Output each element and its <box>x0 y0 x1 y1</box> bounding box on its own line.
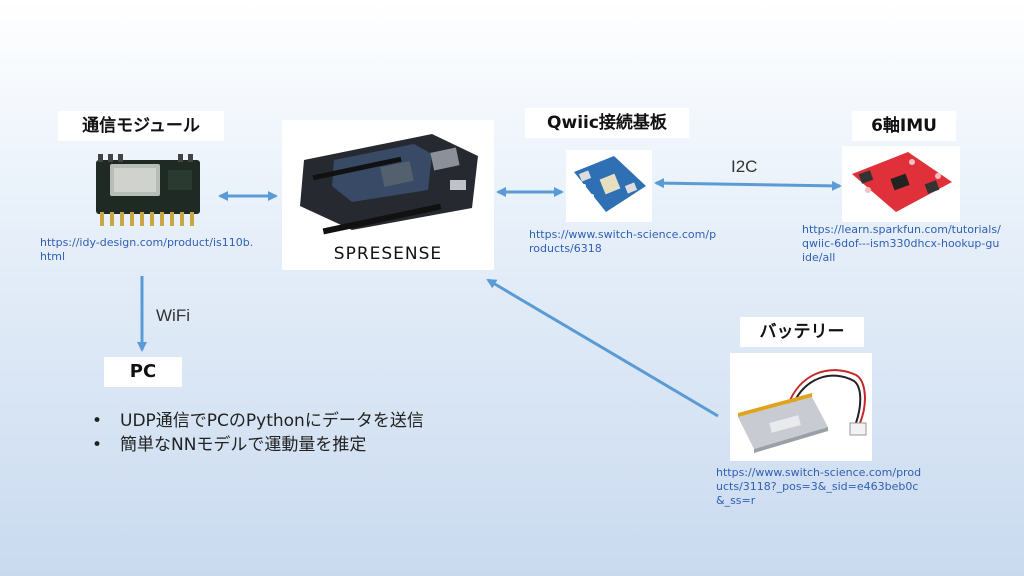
imu-board-icon <box>852 152 952 212</box>
battery-url[interactable]: https://www.switch-science.com/products/… <box>716 466 922 507</box>
comm-module-url[interactable]: https://idy-design.com/product/is110b.ht… <box>40 236 254 263</box>
imu-url[interactable]: https://learn.sparkfun.com/tutorials/qwi… <box>802 223 1001 264</box>
i2c-edge-label: I2C <box>731 157 758 176</box>
note-item: UDP通信でPCのPythonにデータを送信 <box>92 409 424 433</box>
notes-list: UDP通信でPCのPythonにデータを送信 簡単なNNモデルで運動量を推定 <box>92 409 424 457</box>
spresense-logo-text: SPRESENSE <box>333 244 443 264</box>
battery-icon <box>738 369 867 453</box>
battery-label: バッテリー <box>740 317 864 347</box>
note-item: 簡単なNNモデルで運動量を推定 <box>92 433 424 457</box>
comm-module-label: 通信モジュール <box>58 111 224 141</box>
imu-label: 6軸IMU <box>852 111 956 141</box>
comm-module-board-icon <box>96 154 200 226</box>
battery-image <box>730 353 872 461</box>
wifi-edge-label: WiFi <box>156 306 190 325</box>
note-text: 簡単なNNモデルで運動量を推定 <box>120 435 367 455</box>
comm-module-image <box>88 150 208 228</box>
note-text: UDP通信でPCのPythonにデータを送信 <box>120 411 424 431</box>
arrow-qwiic-imu <box>654 178 842 191</box>
qwiic-board-icon <box>574 156 646 212</box>
pc-label: PC <box>104 357 182 387</box>
spresense-image: SPRESENSE <box>282 120 494 270</box>
qwiic-board-image <box>566 150 652 222</box>
qwiic-board-label: Qwiic接続基板 <box>525 108 689 138</box>
spresense-board-icon <box>300 134 478 235</box>
qwiic-board-url[interactable]: https://www.switch-science.com/products/… <box>529 228 717 255</box>
imu-image <box>842 146 960 222</box>
arrow-battery-spresense <box>486 278 719 418</box>
